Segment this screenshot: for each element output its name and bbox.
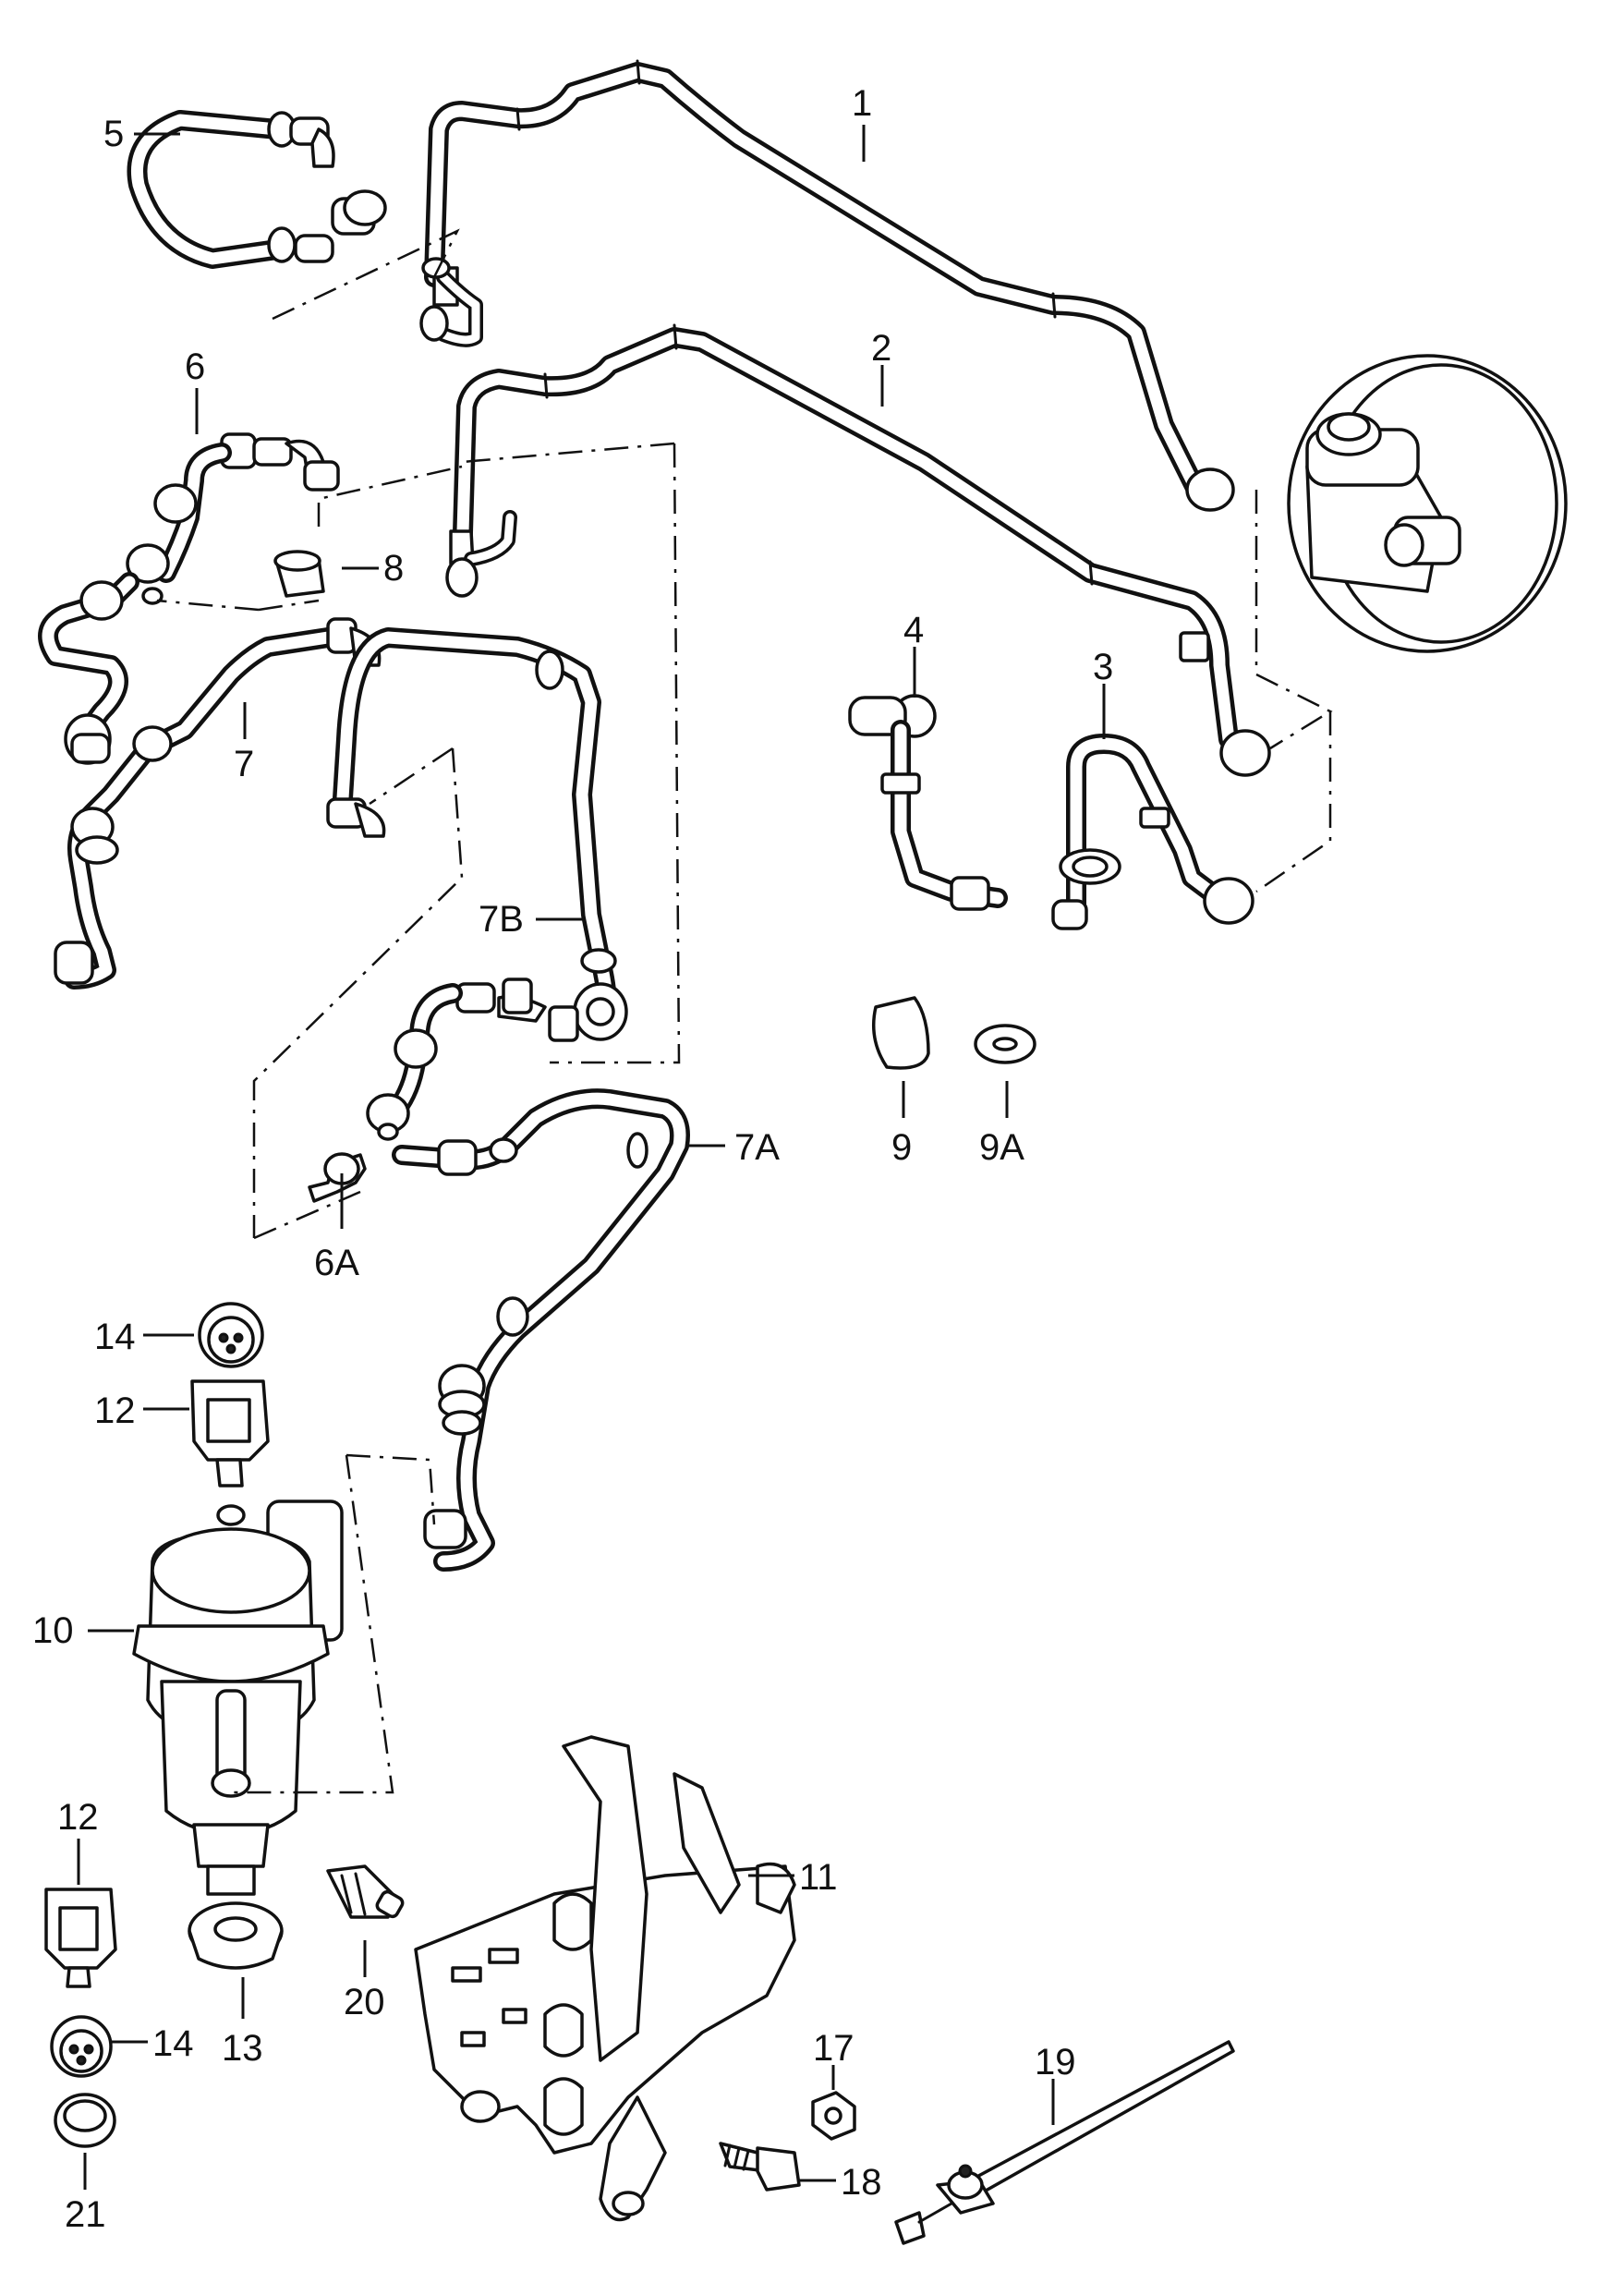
- grommet-13: [188, 1901, 284, 1970]
- callout-leaders: [77, 125, 1106, 2190]
- callout-7: 7: [234, 744, 254, 784]
- vacuum-line-4: [848, 694, 1008, 911]
- callout-1: 1: [852, 83, 872, 124]
- callout-10: 10: [32, 1610, 74, 1651]
- callout-labels: 1 2 3 4 5 6 6A 7 7A 7B 8 9 9A 10 11 12 1…: [32, 83, 1113, 2235]
- callout-14-lower: 14: [152, 2023, 194, 2064]
- vacuum-line-6: [38, 432, 340, 765]
- callout-6: 6: [185, 346, 205, 387]
- callout-21: 21: [65, 2194, 106, 2235]
- callout-13: 13: [222, 2028, 263, 2069]
- callout-7a: 7A: [734, 1127, 780, 1168]
- clamp-14-upper: [198, 1302, 264, 1368]
- callout-9: 9: [891, 1127, 912, 1168]
- vacuum-line-7b: [326, 627, 628, 1041]
- clip-21: [54, 2093, 116, 2148]
- callout-6a: 6A: [314, 1243, 359, 1283]
- callout-17: 17: [813, 2028, 854, 2069]
- nut-17: [811, 2091, 856, 2141]
- grommet-9a: [974, 1024, 1036, 1064]
- callout-19: 19: [1035, 2042, 1076, 2082]
- callout-11: 11: [799, 1857, 838, 1898]
- callout-9a: 9A: [979, 1127, 1024, 1168]
- callout-14-upper: 14: [94, 1317, 136, 1357]
- assembly-lines: [156, 228, 1333, 1794]
- callout-4: 4: [903, 610, 924, 650]
- bracket-11: [414, 1735, 796, 2222]
- callout-8: 8: [383, 548, 404, 589]
- vacuum-line-6a: [308, 978, 579, 1203]
- callout-2: 2: [871, 328, 891, 369]
- bolt-18: [719, 2142, 801, 2192]
- callout-3: 3: [1093, 647, 1113, 687]
- brake-booster: [1287, 354, 1568, 653]
- sensor-20: [326, 1864, 405, 1919]
- pad-9: [872, 996, 930, 1070]
- holder-12-lower: [44, 1888, 117, 1988]
- callout-5: 5: [103, 114, 124, 154]
- pump-10: [132, 1500, 344, 1896]
- cable-tie-19: [894, 2040, 1235, 2245]
- callout-20: 20: [344, 1982, 385, 2022]
- vacuum-line-7: [54, 617, 382, 990]
- callout-18: 18: [841, 2162, 882, 2203]
- holder-12-upper: [190, 1379, 270, 1488]
- callout-12-upper: 12: [94, 1390, 136, 1431]
- clamp-14-lower: [50, 2015, 113, 2078]
- cap-8: [273, 550, 325, 598]
- vacuum-line-3: [1051, 734, 1254, 930]
- callout-7b: 7B: [479, 899, 524, 940]
- callout-12-lower: 12: [57, 1797, 99, 1838]
- vacuum-line-7a: [392, 1088, 690, 1572]
- vacuum-line-1: [419, 59, 1235, 512]
- vacuum-line-5: [127, 110, 387, 269]
- vacuum-line-2: [445, 323, 1271, 777]
